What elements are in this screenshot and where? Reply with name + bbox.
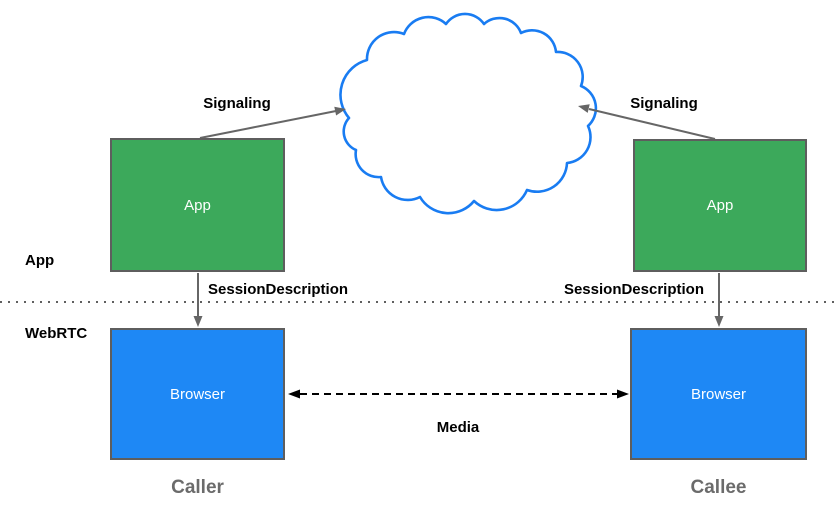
caller-signaling-label: Signaling <box>203 95 271 112</box>
webrtc-layer-label: WebRTC <box>25 325 88 342</box>
caller-role-label: Caller <box>171 477 224 498</box>
callee-browser-node-label: Browser <box>690 385 746 403</box>
cloud-icon <box>339 12 598 215</box>
callee-signaling-arrow-head <box>578 104 590 113</box>
caller-browser-node: Browser <box>110 328 285 460</box>
caller-app-node: App <box>110 138 285 272</box>
media-arrow-left-head <box>288 389 300 399</box>
callee-sessiondescription-label: SessionDescription <box>563 281 704 298</box>
callee-signaling-arrow <box>588 108 716 140</box>
caller-app-node-label: App <box>184 196 211 214</box>
caller-sessiondescription-arrow-head <box>193 316 203 327</box>
app-layer-label: App <box>25 252 55 269</box>
callee-browser-node: Browser <box>630 328 807 460</box>
callee-role-label: Callee <box>690 477 747 498</box>
caller-sessiondescription-label: SessionDescription <box>208 281 349 298</box>
media-label: Media <box>436 419 480 436</box>
caller-signaling-arrow <box>199 110 337 139</box>
media-arrow-right-head <box>617 389 629 399</box>
caller-browser-node-label: Browser <box>169 385 225 403</box>
callee-app-node: App <box>633 139 807 272</box>
caller-signaling-arrow-head <box>334 106 346 116</box>
callee-sessiondescription-arrow-head <box>714 316 724 327</box>
callee-signaling-label: Signaling <box>630 95 698 112</box>
callee-app-node-label: App <box>706 197 734 214</box>
